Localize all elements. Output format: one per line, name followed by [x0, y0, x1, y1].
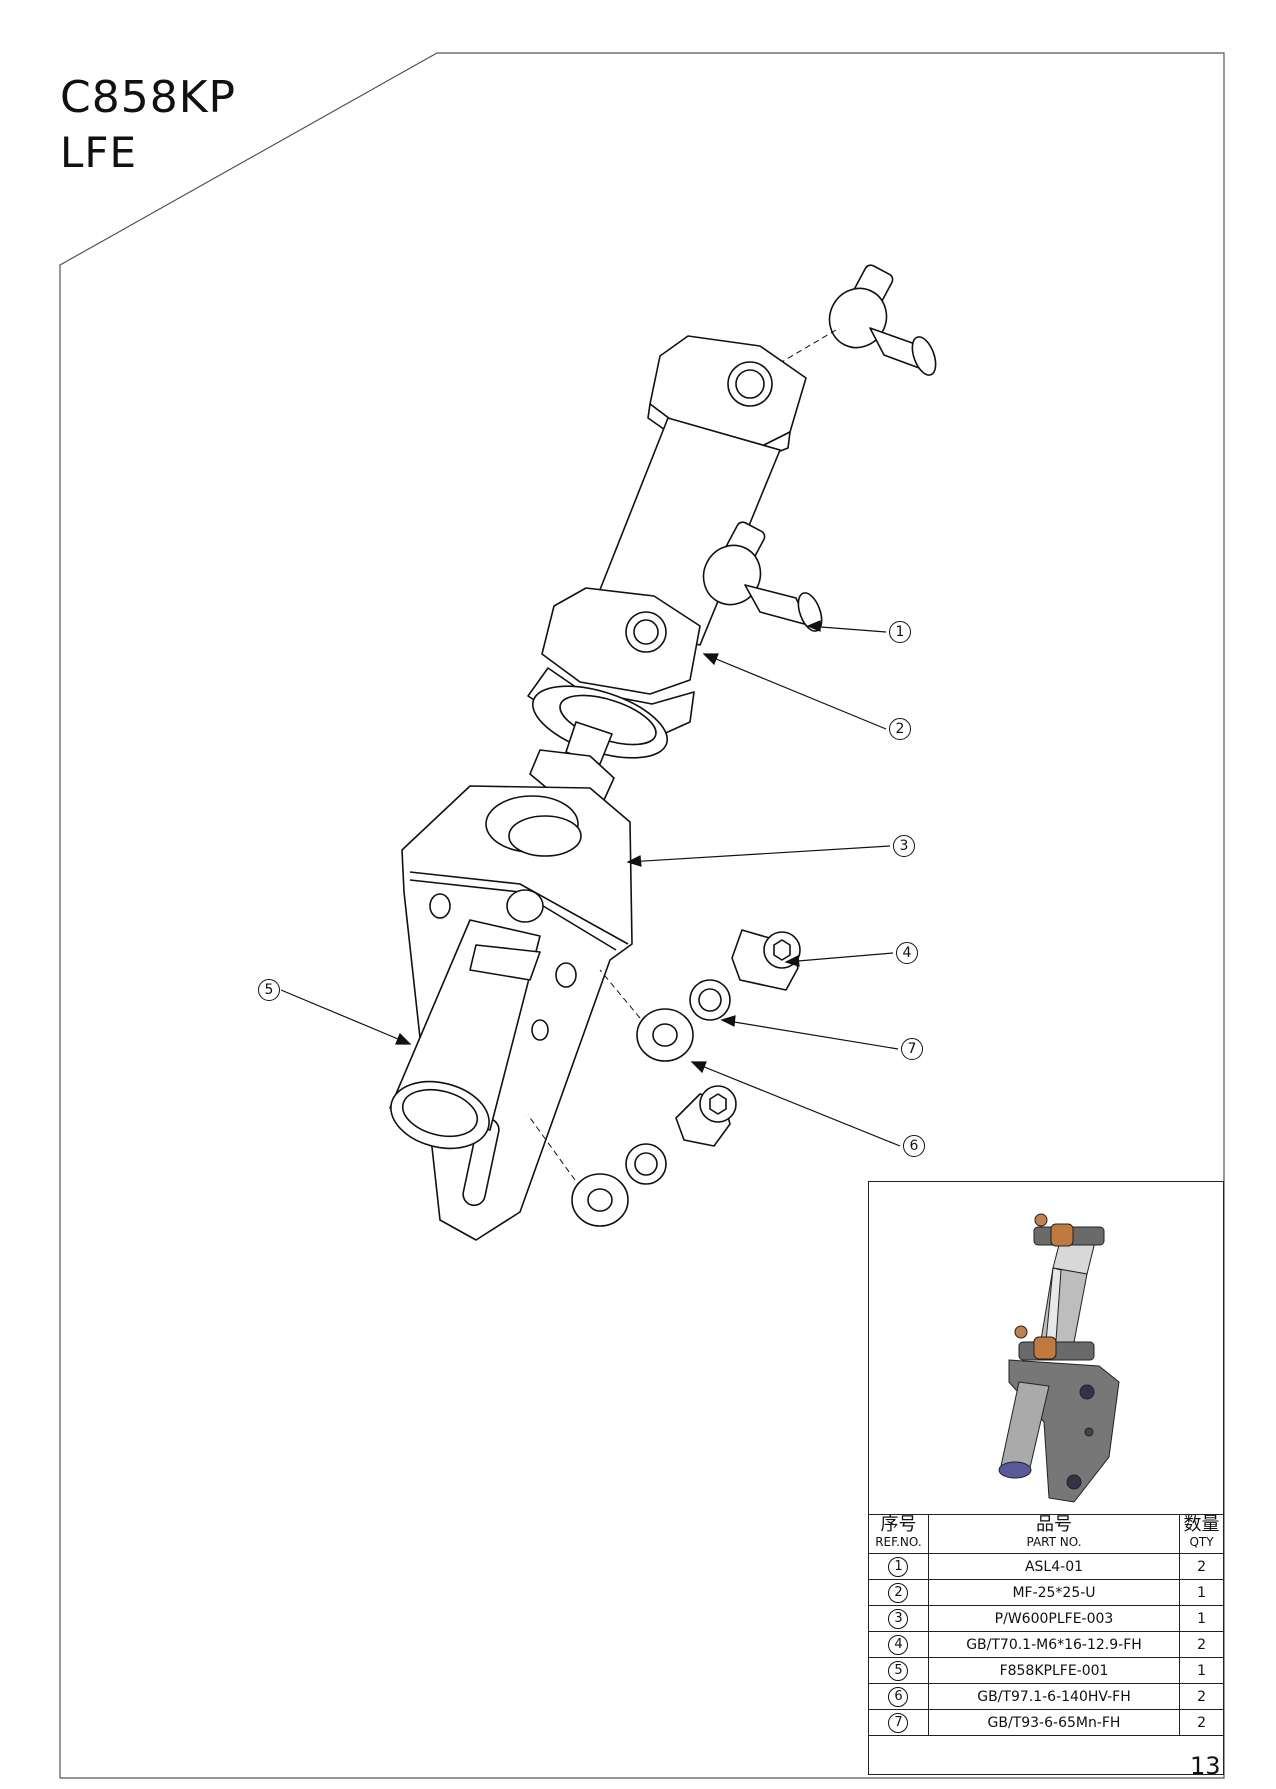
- ref-number: 7: [888, 1712, 909, 1733]
- table-row: 1 ASL4-01 2: [868, 1553, 1224, 1580]
- ref-number: 4: [888, 1634, 909, 1655]
- quantity: 1: [1179, 1579, 1224, 1606]
- model-title: C858KP: [60, 72, 237, 123]
- quantity: 1: [1179, 1605, 1224, 1632]
- top-elbow-fitting: [767, 264, 937, 376]
- cylinder-body: [587, 417, 781, 646]
- callout-2: 2: [889, 718, 911, 740]
- bottom-hex-nut: [527, 587, 701, 759]
- quantity: 2: [1179, 1709, 1224, 1736]
- part-number: F858KPLFE-001: [927, 1657, 1181, 1684]
- header-ref: 序号 REF.NO.: [868, 1514, 929, 1554]
- assembly-preview-image: [998, 1213, 1120, 1503]
- table-row: 3 P/W600PLFE-003 1: [868, 1605, 1224, 1632]
- callout-7: 7: [901, 1038, 923, 1060]
- header-ref-en: REF.NO.: [875, 1535, 922, 1549]
- part-number: MF-25*25-U: [927, 1579, 1181, 1606]
- quantity: 1: [1179, 1657, 1224, 1684]
- header-qty: 数量 QTY: [1179, 1514, 1224, 1554]
- callout-6: 6: [903, 1135, 925, 1157]
- upper-fastener-set: [599, 929, 801, 1062]
- middle-elbow-fitting: [702, 521, 823, 632]
- ref-number: 2: [888, 1582, 909, 1603]
- part-number: GB/T70.1-M6*16-12.9-FH: [927, 1631, 1181, 1658]
- callout-5: 5: [258, 979, 280, 1001]
- part-number: ASL4-01: [927, 1553, 1181, 1580]
- header-part: 品号 PART NO.: [927, 1514, 1181, 1554]
- callout-4: 4: [896, 942, 918, 964]
- part-number: GB/T97.1-6-140HV-FH: [927, 1683, 1181, 1710]
- quantity: 2: [1179, 1631, 1224, 1658]
- header-qty-en: QTY: [1189, 1535, 1214, 1549]
- ref-number: 5: [888, 1660, 909, 1681]
- table-row: 2 MF-25*25-U 1: [868, 1579, 1224, 1606]
- ref-number: 6: [888, 1686, 909, 1707]
- bom-block: 序号 REF.NO. 品号 PART NO. 数量 QTY 1 ASL4-01 …: [868, 1181, 1224, 1775]
- header-qty-cn: 数量: [1183, 1514, 1220, 1535]
- model-variant: LFE: [60, 128, 138, 177]
- table-row: 5 F858KPLFE-001 1: [868, 1657, 1224, 1684]
- page-number: 13: [1190, 1752, 1221, 1780]
- top-hex-cap: [647, 335, 807, 459]
- parts-table: 序号 REF.NO. 品号 PART NO. 数量 QTY 1 ASL4-01 …: [868, 1514, 1224, 1736]
- callout-3: 3: [893, 835, 915, 857]
- header-ref-cn: 序号: [880, 1514, 917, 1535]
- part-number: P/W600PLFE-003: [927, 1605, 1181, 1632]
- quantity: 2: [1179, 1553, 1224, 1580]
- table-row: 6 GB/T97.1-6-140HV-FH 2: [868, 1683, 1224, 1710]
- quantity: 2: [1179, 1683, 1224, 1710]
- parts-table-header: 序号 REF.NO. 品号 PART NO. 数量 QTY: [868, 1514, 1224, 1554]
- header-part-en: PART NO.: [1026, 1535, 1082, 1549]
- header-part-cn: 品号: [1036, 1514, 1072, 1535]
- ref-number: 1: [888, 1556, 909, 1577]
- callout-1: 1: [889, 621, 911, 643]
- part-number: GB/T93-6-65Mn-FH: [927, 1709, 1181, 1736]
- clevis-stub: [389, 919, 541, 1150]
- table-row: 7 GB/T93-6-65Mn-FH 2: [868, 1709, 1224, 1736]
- table-row: 4 GB/T70.1-M6*16-12.9-FH 2: [868, 1631, 1224, 1658]
- ref-number: 3: [888, 1608, 909, 1629]
- lower-fastener-set: [527, 1085, 737, 1227]
